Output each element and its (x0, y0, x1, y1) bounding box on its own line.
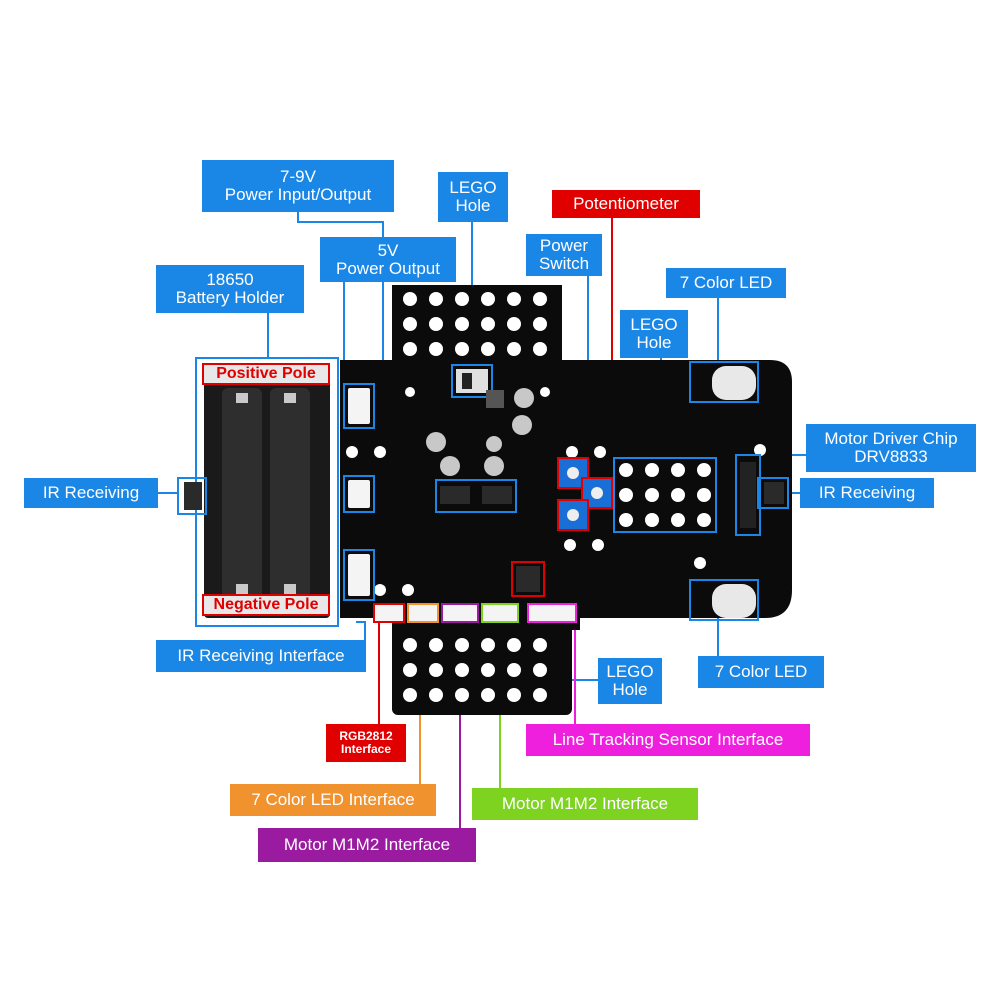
lego-holes-right (619, 463, 711, 527)
label-color-led-top: 7 Color LED (666, 268, 786, 298)
color-led-connector (407, 603, 439, 623)
potentiometers (557, 457, 613, 531)
label-ir-receiving-right: IR Receiving (800, 478, 934, 508)
label-power-switch: Power Switch (526, 234, 602, 276)
label-motor-m1m2-purple: Motor M1M2 Interface (258, 828, 476, 862)
driver-chip-1 (440, 486, 470, 504)
label-rgb2812: RGB2812 Interface (326, 724, 406, 762)
color-led-bottom (712, 584, 756, 618)
color-led-top (712, 366, 756, 400)
label-motor-m1m2-green: Motor M1M2 Interface (472, 788, 698, 820)
ir-receiver-left (184, 482, 202, 510)
label-5v-power: 5V Power Output (320, 237, 456, 282)
lego-holes-bottom (403, 638, 547, 702)
line-tracking-connector (527, 603, 577, 623)
label-negative-pole: Negative Pole (202, 594, 330, 616)
connector-power-io (348, 480, 370, 508)
label-lego-hole-top: LEGO Hole (438, 172, 508, 222)
motor-connector-green (481, 603, 519, 623)
label-positive-pole: Positive Pole (202, 363, 330, 385)
lego-holes-top (403, 292, 547, 356)
label-potentiometer: Potentiometer (552, 190, 700, 218)
label-motor-driver: Motor Driver Chip DRV8833 (806, 424, 976, 472)
connector-ir (348, 554, 370, 596)
label-line-tracking: Line Tracking Sensor Interface (526, 724, 810, 756)
label-color-led-bottom: 7 Color LED (698, 656, 824, 688)
label-color-led-interface: 7 Color LED Interface (230, 784, 436, 816)
label-battery-holder: 18650 Battery Holder (156, 265, 304, 313)
label-ir-interface: IR Receiving Interface (156, 640, 366, 672)
motor-connector-purple (441, 603, 479, 623)
label-ir-receiving-left: IR Receiving (24, 478, 158, 508)
driver-chip-2 (482, 486, 512, 504)
label-lego-hole-right: LEGO Hole (620, 310, 688, 358)
connector-5v (348, 388, 370, 424)
rgb2812-connector (373, 603, 405, 623)
label-power-io: 7-9V Power Input/Output (202, 160, 394, 212)
ir-receiver-right (764, 482, 784, 504)
label-lego-hole-bottom: LEGO Hole (598, 658, 662, 704)
